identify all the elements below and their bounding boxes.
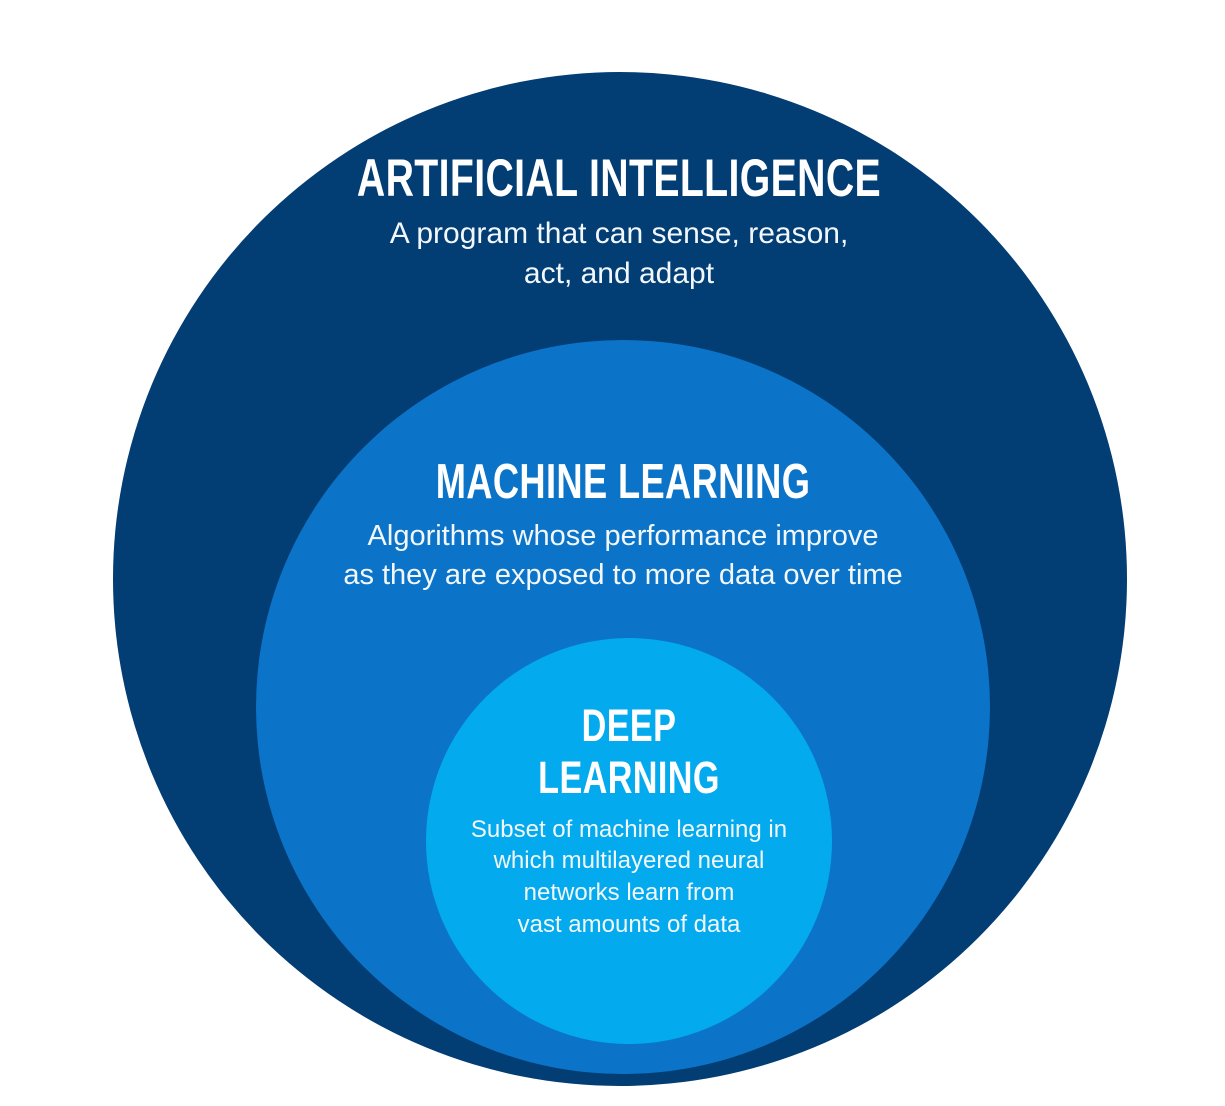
heading-deep-learning: DEEP LEARNING [477, 700, 781, 804]
description-machine-learning: Algorithms whose performance improve as … [223, 517, 1023, 596]
label-group-machine-learning: MACHINE LEARNING Algorithms whose perfor… [223, 458, 1023, 596]
heading-line: DEEP [581, 700, 677, 751]
heading-machine-learning: MACHINE LEARNING [435, 455, 811, 509]
description-line: A program that can sense, reason, [389, 217, 849, 250]
label-group-artificial-intelligence: ARTIFICIAL INTELLIGENCE A program that c… [219, 152, 1019, 294]
heading-line: LEARNING [538, 751, 720, 803]
heading-artificial-intelligence: ARTIFICIAL INTELLIGENCE [356, 149, 882, 208]
description-line: which multilayered neural [493, 847, 765, 875]
description-artificial-intelligence: A program that can sense, reason, act, a… [219, 214, 1019, 294]
description-line: Subset of machine learning in [470, 815, 788, 843]
description-line: as they are exposed to more data over ti… [343, 559, 903, 592]
circle-deep-learning [426, 638, 832, 1044]
description-line: Algorithms whose performance improve [367, 520, 879, 552]
description-line: networks learn from [523, 879, 735, 907]
description-line: act, and adapt [523, 256, 715, 290]
description-line: vast amounts of data [517, 911, 741, 939]
description-deep-learning: Subset of machine learning in which mult… [429, 814, 829, 942]
label-group-deep-learning: DEEP LEARNING Subset of machine learning… [429, 700, 829, 941]
